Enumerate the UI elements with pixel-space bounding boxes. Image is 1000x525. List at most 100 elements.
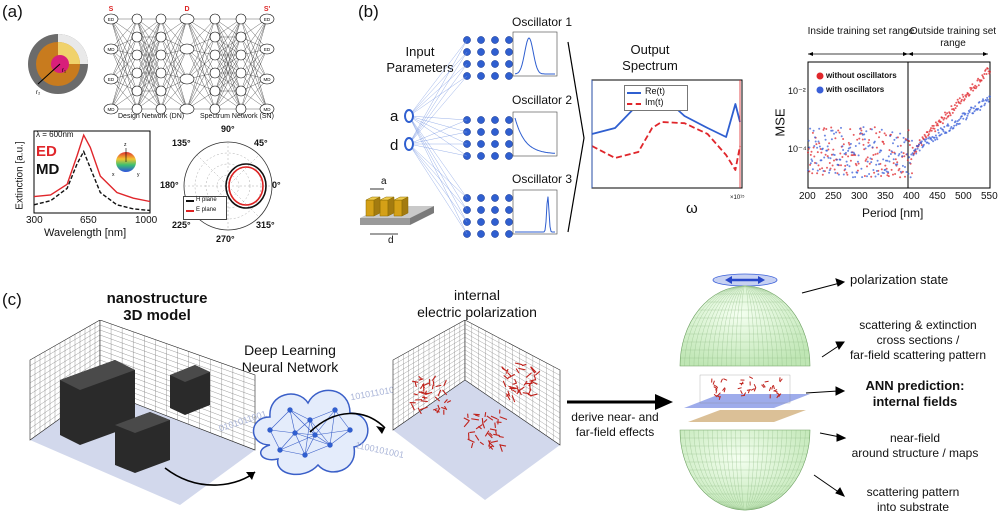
net-d-label: D <box>184 6 189 13</box>
annotation-arrows <box>801 278 847 497</box>
mse-point <box>869 157 872 160</box>
mse-point <box>873 126 876 129</box>
mse-point <box>860 167 863 170</box>
mse-point <box>868 139 871 141</box>
dl-title: Deep Learning Neural Network <box>241 342 339 375</box>
oscillator-node <box>505 128 513 136</box>
mse-point <box>874 175 877 178</box>
mse-point <box>876 159 879 162</box>
mse-point <box>876 152 879 155</box>
mse-point <box>861 138 864 141</box>
mse-point <box>813 145 816 147</box>
mse-point <box>871 146 874 149</box>
mse-point <box>934 138 937 141</box>
cloud-node <box>307 417 313 423</box>
mse-point <box>971 83 974 86</box>
cloud-node <box>332 407 338 413</box>
cloud-node <box>347 427 353 433</box>
mse-point <box>894 158 897 161</box>
mse-point <box>816 151 819 154</box>
input-node-label: ED <box>108 17 115 22</box>
mse-point <box>884 164 887 167</box>
mse-point <box>980 79 983 82</box>
near-far-field-sphere <box>679 273 811 511</box>
mse-point <box>936 138 939 141</box>
mse-point <box>943 117 946 119</box>
spectrum-network-label: Spectrum Network (SN) <box>200 113 274 120</box>
mse-point <box>902 136 905 139</box>
mse-point <box>897 154 900 157</box>
network-node <box>209 103 221 115</box>
mse-point <box>822 128 825 131</box>
mse-point <box>942 130 945 133</box>
mse-point <box>927 142 930 145</box>
network-node <box>155 67 167 79</box>
mse-point <box>814 140 817 143</box>
output-node-label: MD <box>264 107 272 112</box>
mse-point <box>840 164 842 167</box>
omega-xlabel: ω <box>686 200 698 217</box>
mse-point <box>811 131 814 134</box>
mse-point <box>821 147 824 150</box>
mse-point <box>849 142 852 145</box>
mse-point <box>811 168 814 171</box>
mse-point <box>825 128 828 130</box>
mse-point <box>977 84 980 87</box>
mse-xtick: 250 <box>825 191 842 202</box>
mse-point <box>969 108 972 111</box>
oscillator-node <box>477 48 485 56</box>
mse-point <box>960 115 963 118</box>
mse-point <box>838 131 841 134</box>
mse-point <box>857 162 860 165</box>
mse-point <box>908 156 911 159</box>
mse-point <box>955 124 958 127</box>
mse-point <box>985 73 988 75</box>
mse-point <box>836 172 839 175</box>
network-node <box>155 49 167 61</box>
mse-point <box>935 136 938 139</box>
network-node <box>209 13 221 25</box>
oscillator-node <box>505 60 513 68</box>
mse-point <box>833 168 836 171</box>
output-spectrum-title: Output Spectrum <box>622 42 678 73</box>
mse-point <box>970 87 973 90</box>
mse-point <box>852 133 855 136</box>
mse-point <box>926 131 929 134</box>
mse-point <box>868 162 871 165</box>
mse-xtick: 500 <box>955 191 972 202</box>
mse-point <box>893 138 896 141</box>
mse-point <box>941 116 944 119</box>
mse-point <box>830 138 833 141</box>
mse-point <box>920 142 923 145</box>
mse-point <box>908 144 911 146</box>
mse-point <box>837 163 840 166</box>
mse-point <box>906 153 909 156</box>
legend-h-plane: H plane <box>196 197 217 203</box>
network-node <box>155 103 167 115</box>
mse-point <box>807 139 810 142</box>
mse-point <box>878 136 880 139</box>
legend-ed: ED <box>36 143 57 160</box>
mse-point <box>865 130 868 133</box>
oscillator-node <box>491 194 499 202</box>
core-shell-sphere-icon: r₂ r₁ <box>28 34 88 96</box>
mse-point <box>907 172 910 175</box>
network-node <box>235 103 247 115</box>
mse-point <box>809 127 812 130</box>
mse-point <box>854 176 857 178</box>
mse-point <box>962 95 965 98</box>
mse-point <box>837 129 840 132</box>
mse-point <box>861 176 864 179</box>
mse-point <box>815 143 818 146</box>
mse-point <box>937 124 939 127</box>
xtick-1000: 1000 <box>135 215 158 226</box>
mse-point <box>809 153 812 156</box>
mse-point <box>903 155 906 158</box>
mse-point <box>915 150 918 153</box>
mse-point <box>828 162 831 164</box>
mse-point <box>834 171 837 174</box>
network-node <box>209 67 221 79</box>
mse-point <box>930 137 932 140</box>
mse-point <box>974 105 977 108</box>
mse-point <box>940 133 943 136</box>
